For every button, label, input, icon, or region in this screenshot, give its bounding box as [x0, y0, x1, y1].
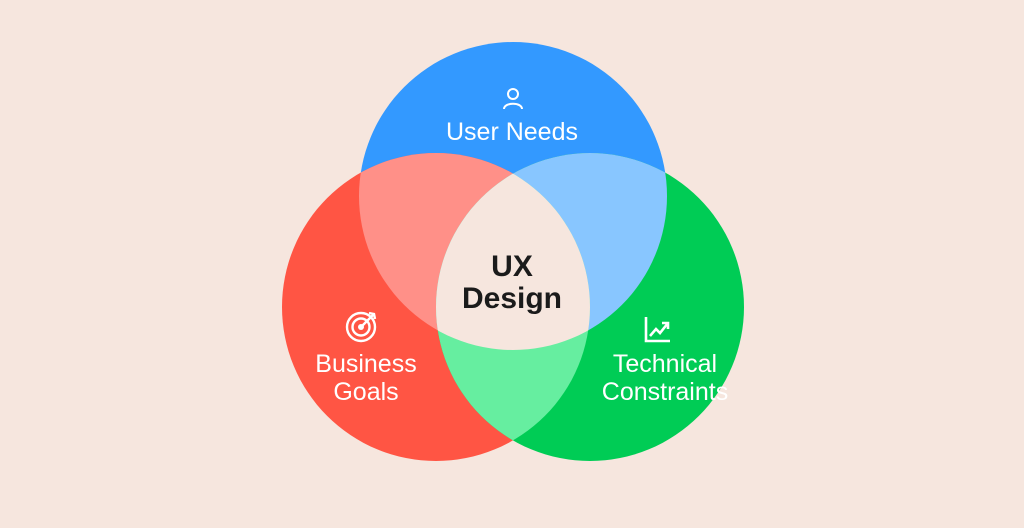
chart-trend-icon	[644, 317, 670, 343]
technical-constraints-label: Technical Constraints	[601, 350, 729, 406]
business-goals-label: Business Goals	[315, 350, 417, 406]
ux-design-label: UX Design	[461, 250, 563, 315]
overlap-center	[436, 153, 590, 350]
target-icon	[345, 311, 377, 343]
user-icon	[503, 88, 523, 110]
user-needs-label: User Needs	[446, 118, 578, 146]
